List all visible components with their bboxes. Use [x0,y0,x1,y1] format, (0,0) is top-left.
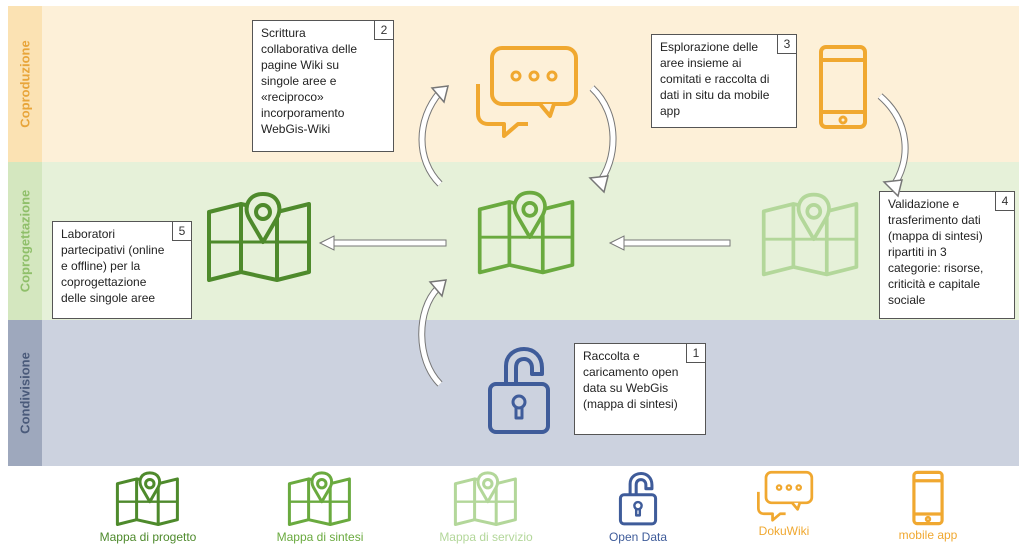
smartphone-icon [912,470,944,526]
map-pin-icon [477,190,575,275]
smartphone-icon [819,45,867,129]
arrow-sintesi-to-progetto [318,235,447,251]
step-2-text: Scrittura collaborativa delle pagine Wik… [261,26,358,136]
arrow-servizio-to-sintesi [608,235,731,251]
step-5-box: 5 Laboratori partecipativi (online e off… [52,221,192,319]
coprogettazione-label: Coprogettazione [8,162,42,320]
legend-label: Mappa di progetto [99,530,197,544]
coproduzione-label: Coproduzione [8,6,42,162]
map-pin-icon [453,471,517,526]
step-3-number: 3 [777,34,797,54]
chat-bubbles-icon [476,46,578,138]
map-pin-icon [761,192,859,277]
map-pin-icon [115,471,179,526]
step-2-box: 2 Scrittura collaborativa delle pagine W… [252,20,394,152]
step-4-text: Validazione e trasferimento dati (mappa … [888,197,984,307]
step-5-text: Laboratori partecipativi (online e offli… [61,227,165,305]
padlock-icon [488,347,550,434]
legend-item-mappa-progetto: Mappa di progetto [78,470,218,544]
legend: Mappa di progetto Mappa di sintesi Mappa… [0,470,1019,548]
legend-label: DokuWiki [758,524,810,538]
legend-item-open-data: Open Data [568,470,708,544]
map-pin-icon [287,471,351,526]
padlock-icon [618,472,658,526]
legend-item-dokuwiki: DokuWiki [714,470,854,538]
legend-item-mappa-sintesi: Mappa di sintesi [250,470,390,544]
legend-label: Mappa di servizio [439,530,533,544]
step-2-number: 2 [374,20,394,40]
legend-label: Mappa di sintesi [276,530,364,544]
step-4-box: 4 Validazione e trasferimento dati (mapp… [879,191,1015,319]
map-pin-icon [207,192,311,282]
legend-label: mobile app [898,528,958,542]
legend-item-mappa-servizio: Mappa di servizio [416,470,556,544]
step-3-box: 3 Esplorazione delle aree insieme ai com… [651,34,797,128]
condivisione-band [8,320,1019,466]
step-1-text: Raccolta e caricamento open data su WebG… [583,349,679,411]
step-1-number: 1 [686,343,706,363]
step-1-box: 1 Raccolta e caricamento open data su We… [574,343,706,435]
step-3-text: Esplorazione delle aree insieme ai comit… [660,40,770,118]
chat-bubbles-icon [757,470,814,522]
step-5-number: 5 [172,221,192,241]
step-4-number: 4 [995,191,1015,211]
condivisione-label: Condivisione [8,320,42,466]
legend-label: Open Data [608,530,668,544]
legend-item-mobile-app: mobile app [858,470,998,542]
